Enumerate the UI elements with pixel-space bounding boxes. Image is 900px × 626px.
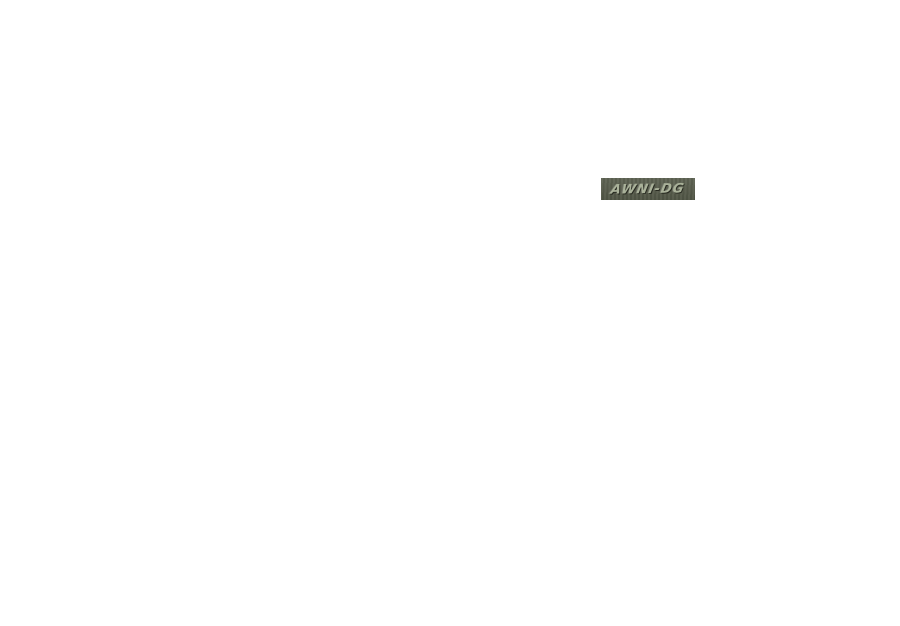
- captcha-image: AWNI-DG: [601, 178, 695, 200]
- captcha-text: AWNI-DG: [609, 180, 687, 198]
